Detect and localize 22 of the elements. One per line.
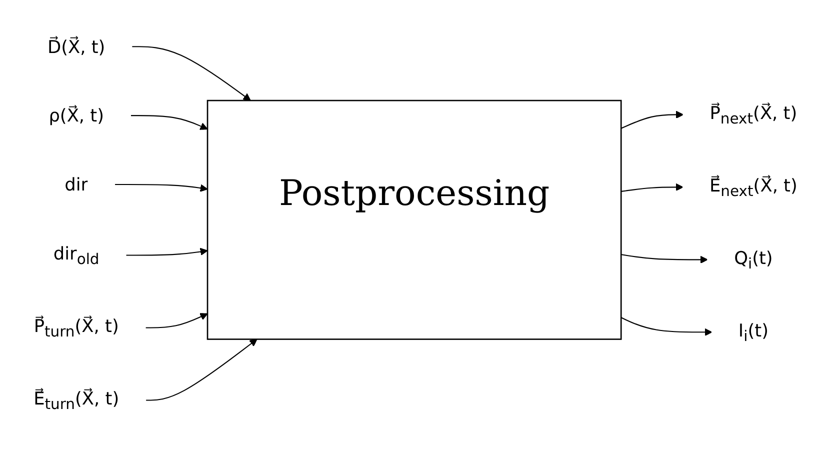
node-text: D⃗(X⃗, t) bbox=[48, 36, 106, 58]
node-text: E⃗$_{next}$(X⃗, t) bbox=[710, 174, 798, 200]
node-text: dir bbox=[64, 174, 88, 196]
block-diagram: D⃗(X⃗, t) ρ(X⃗, t) dir dir$_{old}$ Postprocessing P⃗$_{turn}$(X⃗, t) P⃗$_{next}$(X⃗, t) E⃗$_{turn}$(X⃗, t) E⃗$_{next}$(X⃗, t) Q$_{i}$(t) I$_{i}$(t) bbox=[0, 13, 831, 436]
node-text: ρ(X⃗, t) bbox=[48, 105, 104, 126]
node-box bbox=[206, 100, 622, 340]
arrow bbox=[114, 184, 208, 192]
node-text: P⃗$_{turn}$(X⃗, t) bbox=[34, 316, 119, 340]
arrow bbox=[620, 110, 684, 130]
node-text: I$_{i}$(t) bbox=[738, 320, 768, 345]
arrow bbox=[132, 46, 251, 102]
node-text: dir$_{old}$ bbox=[53, 243, 100, 268]
node-text: Q$_{i}$(t) bbox=[734, 247, 773, 272]
arrow bbox=[126, 248, 208, 256]
arrow bbox=[145, 313, 208, 328]
node-text: E⃗$_{turn}$(X⃗, t) bbox=[34, 388, 120, 413]
arrow bbox=[146, 339, 258, 401]
node-text: P⃗$_{next}$(X⃗, t) bbox=[710, 102, 798, 128]
arrow bbox=[621, 254, 708, 264]
arrow bbox=[130, 115, 208, 130]
arrow bbox=[620, 317, 712, 336]
arrow bbox=[621, 183, 684, 192]
